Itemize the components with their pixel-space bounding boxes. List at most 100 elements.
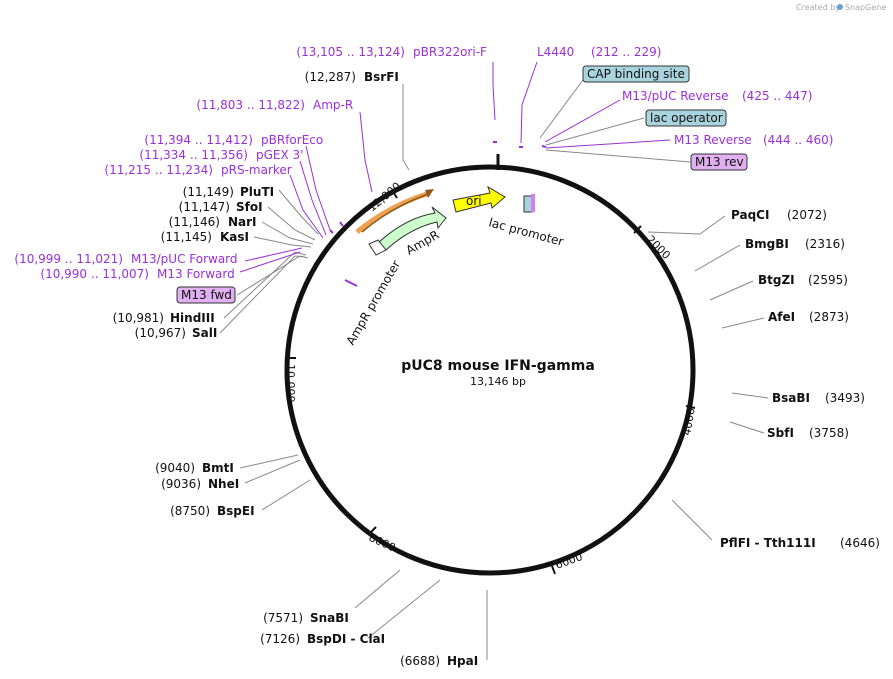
svg-text:CAP binding site: CAP binding site (587, 67, 685, 81)
svg-text:L4440: L4440 (537, 45, 574, 59)
svg-text:PaqCI: PaqCI (731, 208, 769, 222)
site-bspei[interactable]: (8750) BspEI (170, 504, 254, 518)
svg-text:pBRforEco: pBRforEco (261, 133, 323, 147)
svg-text:pGEX 3': pGEX 3' (256, 148, 303, 162)
svg-text:NarI: NarI (228, 215, 257, 229)
snapgene-logo-icon (837, 4, 843, 10)
site-bmti[interactable]: (9040) BmtI (155, 461, 234, 475)
feature-m13-rev[interactable]: M13 rev (690, 153, 748, 171)
primer-m13-puc-reverse[interactable]: M13/pUC Reverse (425 .. 447) (622, 89, 812, 103)
svg-text:(10,981): (10,981) (113, 311, 164, 325)
svg-text:(11,149): (11,149) (183, 185, 234, 199)
snapgene-credit: Created by SnapGene (796, 3, 886, 12)
svg-text:(11,215 .. 11,234): (11,215 .. 11,234) (104, 163, 213, 177)
ampr-promoter-label: AmpR promoter (343, 258, 403, 348)
svg-text:(11,146): (11,146) (169, 215, 220, 229)
feature-ori: ori (452, 185, 506, 213)
svg-text:(212 .. 229): (212 .. 229) (591, 45, 661, 59)
site-hindiii[interactable]: (10,981) HindIII (113, 311, 215, 325)
primer-prs-marker[interactable]: (11,215 .. 11,234) pRS-marker (104, 163, 291, 177)
primer-pbrforeco[interactable]: (11,394 .. 11,412) pBRforEco (144, 133, 323, 147)
svg-text:(10,990 .. 11,007): (10,990 .. 11,007) (40, 267, 149, 281)
scale-ticks (287, 189, 696, 575)
credit-brand: SnapGene (845, 3, 886, 12)
tick-label-8000: 8000 (367, 531, 398, 555)
svg-text:KasI: KasI (220, 230, 249, 244)
site-bspdi-clai[interactable]: (7126) BspDI - ClaI (260, 632, 385, 646)
right-site-labels: PaqCI (2072) BmgBI (2316) BtgZI (2595) A… (720, 208, 880, 550)
site-nhei[interactable]: (9036) NheI (161, 477, 239, 491)
svg-text:(10,967): (10,967) (135, 326, 186, 340)
site-pluti[interactable]: (11,149) PluTI (183, 185, 274, 199)
svg-text:NheI: NheI (208, 477, 239, 491)
svg-text:M13 Reverse: M13 Reverse (674, 133, 752, 147)
svg-text:BspDI - ClaI: BspDI - ClaI (307, 632, 385, 646)
svg-text:pRS-marker: pRS-marker (221, 163, 292, 177)
site-snabi[interactable]: (7571) SnaBI (263, 611, 349, 625)
primer-m13-forward[interactable]: (10,990 .. 11,007) M13 Forward (40, 267, 234, 281)
primer-amp-r[interactable]: (11,803 .. 11,822) Amp-R (196, 98, 353, 112)
site-bsrfi[interactable]: (12,287) BsrFI (305, 70, 399, 84)
svg-text:lac operator: lac operator (650, 111, 723, 125)
primer-m13-puc-forward[interactable]: (10,999 .. 11,021) M13/pUC Forward (14, 252, 237, 266)
leader-lines (219, 61, 769, 660)
site-afei[interactable]: AfeI (2873) (768, 310, 849, 324)
svg-text:SbfI: SbfI (767, 426, 794, 440)
svg-text:(425 .. 447): (425 .. 447) (742, 89, 812, 103)
svg-text:M13 Forward: M13 Forward (157, 267, 235, 281)
svg-text:HindIII: HindIII (170, 311, 215, 325)
svg-text:(2595): (2595) (808, 273, 848, 287)
svg-text:(2316): (2316) (805, 237, 845, 251)
svg-text:(3758): (3758) (809, 426, 849, 440)
svg-text:BsrFI: BsrFI (364, 70, 399, 84)
svg-text:(9040): (9040) (155, 461, 195, 475)
tick-label-6000: 6000 (554, 550, 585, 572)
site-sbfi[interactable]: SbfI (3758) (767, 426, 849, 440)
lac-promoter-label: lac promoter (487, 215, 565, 248)
svg-text:(11,334 .. 11,356): (11,334 .. 11,356) (139, 148, 248, 162)
site-pflfi-tth111i[interactable]: PflFI - Tth111I (4646) (720, 536, 880, 550)
site-bsabi[interactable]: BsaBI (3493) (772, 391, 865, 405)
lac-promoter-icon (523, 195, 533, 213)
feature-cap-binding-site[interactable]: CAP binding site (582, 65, 690, 83)
svg-text:M13/pUC Forward: M13/pUC Forward (131, 252, 238, 266)
plasmid-length: 13,146 bp (470, 375, 526, 388)
site-bmgbi[interactable]: BmgBI (2316) (745, 237, 845, 251)
feature-m13-fwd[interactable]: M13 fwd (176, 286, 236, 304)
feature-ampr: AmpR (377, 206, 447, 258)
primer-markers (329, 141, 547, 287)
tick-label-4000: 4000 (680, 407, 698, 437)
boxed-feature-labels: CAP binding site lac operator M13 rev M1… (176, 65, 748, 304)
orange-arc-outline (361, 193, 429, 233)
svg-text:(9036): (9036) (161, 477, 201, 491)
site-hpai[interactable]: (6688) HpaI (400, 654, 478, 668)
ampr-arrow-icon (377, 206, 447, 251)
plasmid-name: pUC8 mouse IFN-gamma (401, 358, 595, 374)
svg-text:HpaI: HpaI (447, 654, 478, 668)
tick-label-12000: 12,000 (366, 180, 404, 215)
primer-pgex-3[interactable]: (11,334 .. 11,356) pGEX 3' (139, 148, 303, 162)
svg-text:(7571): (7571) (263, 611, 303, 625)
site-sfoi[interactable]: (11,147) SfoI (179, 200, 263, 214)
svg-text:BspEI: BspEI (217, 504, 255, 518)
site-btgzi[interactable]: BtgZI (2595) (758, 273, 848, 287)
svg-text:(11,394 .. 11,412): (11,394 .. 11,412) (144, 133, 253, 147)
svg-text:(11,147): (11,147) (179, 200, 230, 214)
credit-prefix: Created by (796, 3, 840, 12)
primer-m13-reverse[interactable]: M13 Reverse (444 .. 460) (674, 133, 833, 147)
site-sali[interactable]: (10,967) SalI (135, 326, 218, 340)
svg-text:(12,287): (12,287) (305, 70, 356, 84)
svg-text:SfoI: SfoI (236, 200, 263, 214)
primer-pbr322ori-f[interactable]: (13,105 .. 13,124) pBR322ori-F (296, 45, 487, 59)
svg-text:BmtI: BmtI (202, 461, 234, 475)
feature-lac-operator[interactable]: lac operator (645, 109, 727, 127)
svg-text:(13,105 .. 13,124): (13,105 .. 13,124) (296, 45, 405, 59)
site-kasi[interactable]: (11,145) KasI (161, 230, 249, 244)
site-nari[interactable]: (11,146) NarI (169, 215, 257, 229)
site-paqci[interactable]: PaqCI (2072) (731, 208, 827, 222)
primer-l4440[interactable]: L4440 (212 .. 229) (537, 45, 661, 59)
svg-text:(2072): (2072) (787, 208, 827, 222)
svg-text:SnaBI: SnaBI (310, 611, 349, 625)
svg-text:BsaBI: BsaBI (772, 391, 810, 405)
svg-text:M13 rev: M13 rev (695, 155, 744, 169)
